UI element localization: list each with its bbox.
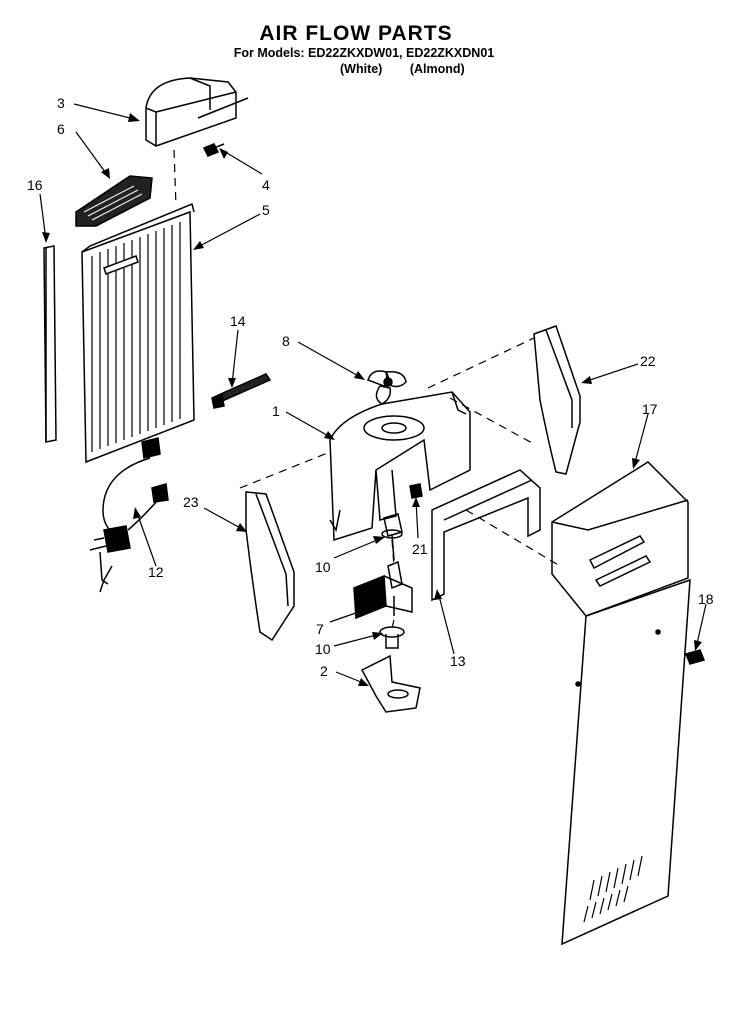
callout-5: 5 [262,202,270,218]
callout-6: 6 [57,121,65,137]
part-1-fan-housing [329,391,471,542]
callout-22: 22 [640,353,656,369]
leader-arrowheads [42,113,702,686]
diagram-title: AIR FLOW PARTS [259,22,453,45]
callout-10-lower: 10 [315,641,331,657]
callout-14: 14 [230,313,246,329]
callout-7: 7 [316,621,324,637]
part-12-wire-harness [89,437,169,593]
part-4-screw [202,143,225,157]
callout-numbers: 3 6 16 4 5 14 8 1 23 12 10 21 7 10 2 13 … [27,95,714,679]
callout-10-upper: 10 [315,559,331,575]
part-5-evaporator-cover [81,202,195,464]
part-7-fan-motor [353,560,413,620]
variant-labels: (White) (Almond) [340,62,465,76]
part-13-u-channel [431,469,541,602]
callout-23: 23 [183,494,199,510]
variant-almond: (Almond) [409,62,465,76]
part-17-rear-duct [551,461,691,946]
callout-17: 17 [642,401,658,417]
part-6-grille [75,175,153,227]
part-16-strip [43,245,57,443]
part-2-motor-bracket [360,654,421,713]
callout-8: 8 [282,333,290,349]
part-10-lower-grommet [379,626,405,649]
callout-12: 12 [148,564,164,580]
alignment-lines [173,149,561,629]
part-22-right-baffle [533,325,581,475]
part-21-nut [409,483,423,499]
part-14-cable-tie [211,373,272,409]
callout-13: 13 [450,653,466,669]
part-8-fan-blade [367,370,407,405]
part-18-screw [684,649,706,665]
callout-18: 18 [698,591,714,607]
callout-3: 3 [57,95,65,111]
callout-16: 16 [27,177,43,193]
part-3-duct-cover [145,77,249,147]
callout-1: 1 [272,403,280,419]
leader-lines [39,103,707,685]
callout-2: 2 [320,663,328,679]
part-23-side-baffle [245,491,295,642]
models-line: For Models: ED22ZKXDW01, ED22ZKXDN01 [233,46,495,60]
callout-4: 4 [262,177,270,193]
callout-21: 21 [412,541,428,557]
variant-white: (White) [340,62,383,76]
